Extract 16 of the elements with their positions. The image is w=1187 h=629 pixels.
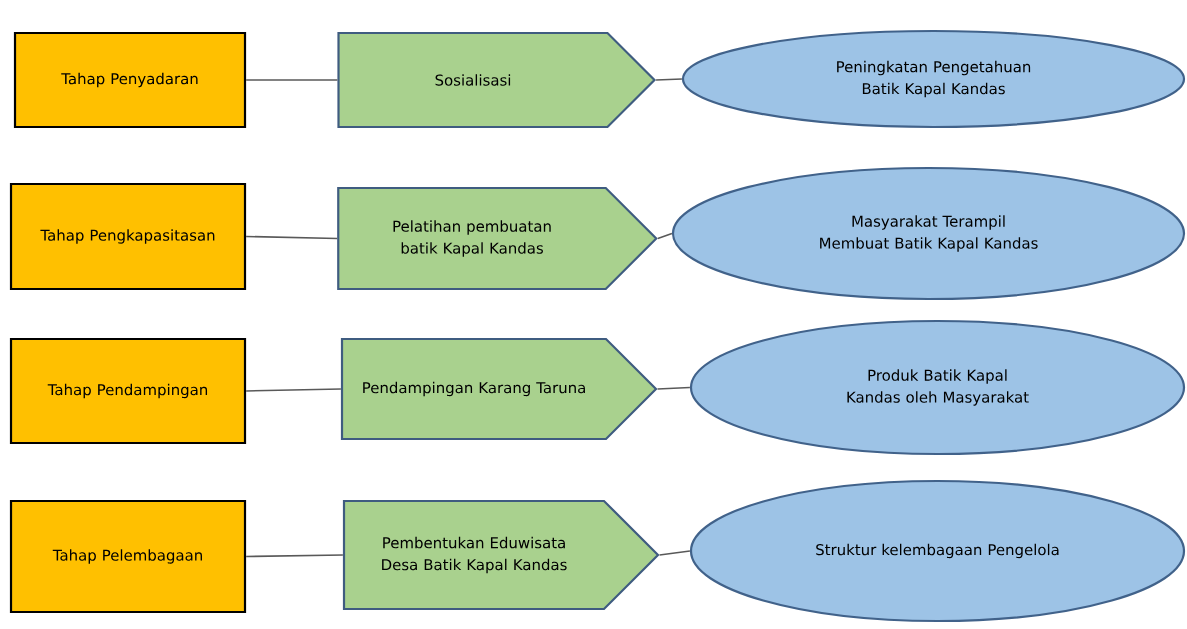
- activity-arrow-box: Sosialisasi: [337, 31, 657, 129]
- connector-line: [658, 550, 691, 556]
- stage-box: Tahap Pendampingan: [9, 337, 247, 445]
- connector-line: [245, 79, 339, 81]
- connector-line: [245, 554, 344, 558]
- activity-arrow-box: Pelatihan pembuatan batik Kapal Kandas: [337, 186, 658, 291]
- stage-box: Tahap Pengkapasitasan: [9, 182, 247, 291]
- connector-line: [657, 232, 673, 240]
- connector-line: [245, 235, 338, 240]
- connector-line: [245, 388, 342, 392]
- stage-box: Tahap Penyadaran: [13, 31, 247, 129]
- stage-box: Tahap Pelembagaan: [9, 499, 247, 614]
- connector-line: [655, 78, 683, 81]
- connector-line: [656, 386, 691, 390]
- activity-arrow-box: Pendampingan Karang Taruna: [340, 337, 658, 441]
- activity-arrow-box: Pembentukan Eduwisata Desa Batik Kapal Kandas: [342, 499, 660, 611]
